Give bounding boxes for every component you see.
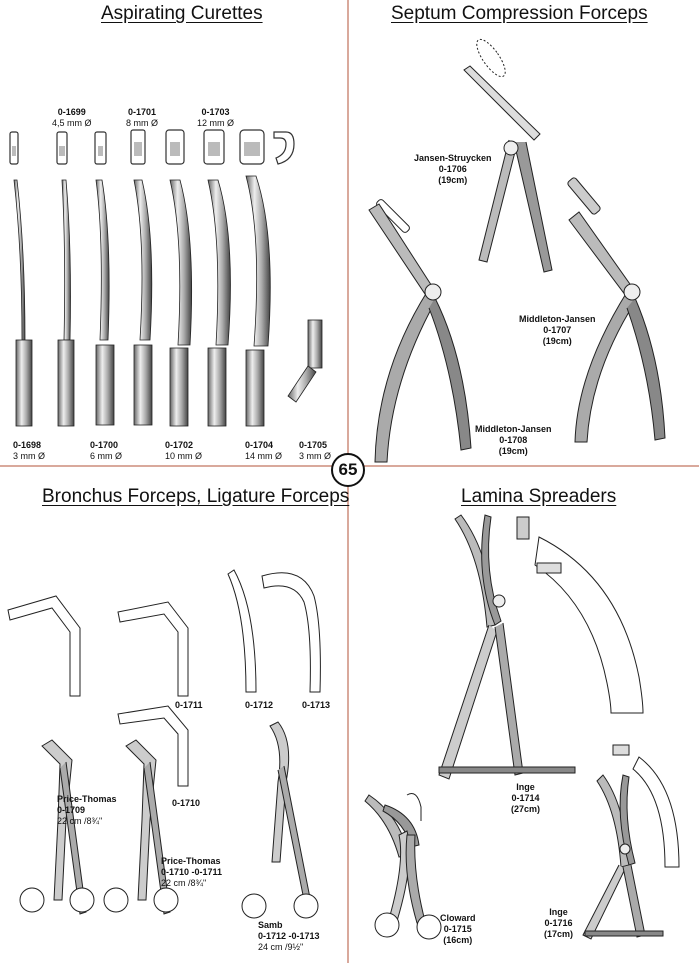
bronchus-forceps-illustration <box>7 569 321 919</box>
label-tip-0-1713: 0-1713 <box>302 700 331 710</box>
aspirating-curettes-illustration <box>13 175 323 427</box>
lamina-spreaders-title: Lamina Spreaders <box>461 486 617 507</box>
label-tip-0-1711: 0-1711 <box>175 700 203 710</box>
lamina-spreaders-illustration <box>364 514 680 940</box>
septum-forceps-title: Septum Compression Forceps <box>391 3 648 24</box>
label-tip-0-1712: 0-1712 <box>245 700 274 710</box>
label-tip-0-1710: 0-1710 <box>172 798 201 808</box>
aspirating-curettes-title: Aspirating Curettes <box>101 3 263 24</box>
curette-tips-illustration <box>9 129 295 165</box>
septum-forceps-illustration <box>368 38 666 463</box>
page-number-badge: 65 <box>331 453 365 487</box>
bronchus-forceps-title: Bronchus Forceps, Ligature Forceps <box>42 486 350 507</box>
